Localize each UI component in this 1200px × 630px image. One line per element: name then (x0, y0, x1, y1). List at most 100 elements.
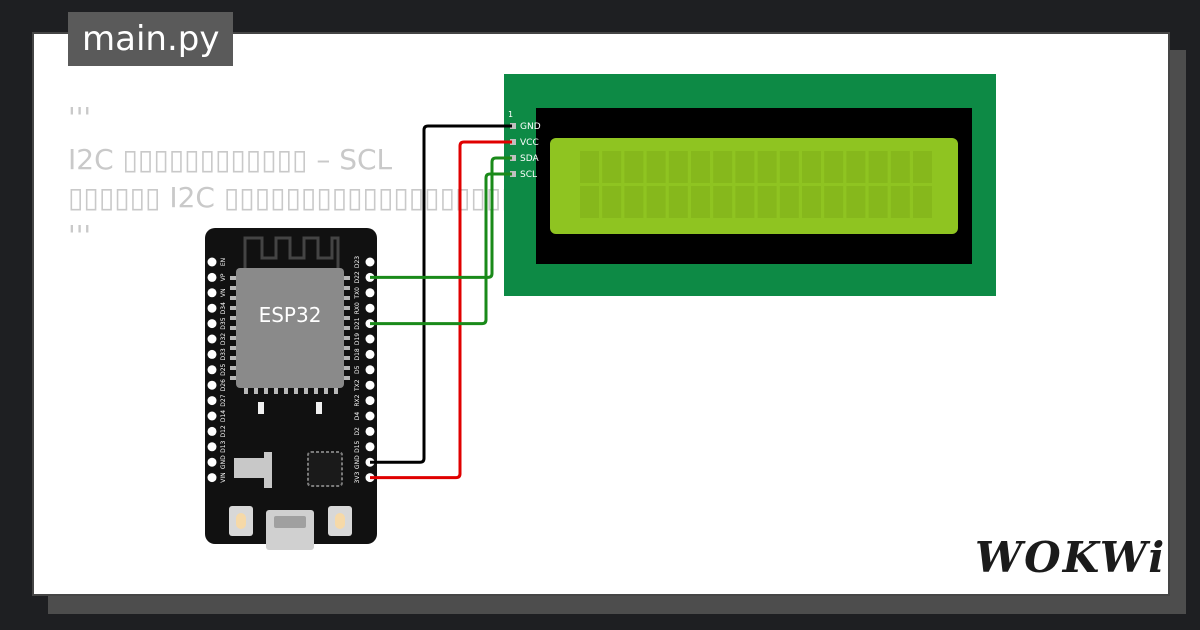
code-line: I2C ▯▯▯▯▯▯▯▯▯▯▯▯ – SCL (68, 143, 393, 176)
lcd-char-cell (779, 151, 799, 183)
esp32-pin-label: D27 (220, 394, 227, 406)
lcd-pin-label: SCL (520, 170, 537, 180)
lcd-char-cell (668, 186, 688, 218)
esp32-pin-label: D14 (220, 410, 227, 422)
chip-leg (314, 386, 318, 394)
esp32-pin-left[interactable] (207, 319, 217, 329)
chip-leg (294, 386, 298, 394)
lcd-pin[interactable] (510, 139, 516, 145)
lcd-char-cell (580, 151, 599, 183)
lcd-char-cell (757, 186, 777, 218)
wire-scl[interactable] (370, 172, 512, 326)
esp32-pin-left[interactable] (207, 457, 217, 467)
antenna-trace (243, 236, 340, 272)
usb-port (274, 516, 306, 528)
esp32-pin-right[interactable] (365, 334, 375, 344)
lcd-char-cell (713, 186, 733, 218)
wire-sda[interactable] (370, 156, 512, 279)
lcd-char-cell (890, 151, 910, 183)
esp32-pin-right[interactable] (365, 442, 375, 452)
chip-leg (342, 296, 350, 300)
esp32-pin-headers: ENVPVND34D35D32D33D25D26D27D14D12D13GNDV… (207, 256, 375, 483)
esp32-pin-left[interactable] (207, 334, 217, 344)
chip-leg (342, 286, 350, 290)
chip-leg (230, 366, 238, 370)
wire-vcc[interactable] (370, 140, 512, 480)
lcd-pin-label: SDA (520, 154, 539, 164)
esp32-pin-right[interactable] (365, 288, 375, 298)
lcd-char-cell (691, 151, 710, 183)
esp32-pin-right[interactable] (365, 349, 375, 359)
chip-leg (230, 326, 238, 330)
chip-leg (342, 356, 350, 360)
esp32-pin-left[interactable] (207, 380, 217, 390)
chip-leg (304, 386, 308, 394)
esp32-pin-left[interactable] (207, 272, 217, 282)
lcd-pin[interactable] (510, 171, 516, 177)
lcd-char-cell (846, 151, 866, 183)
wire-gnd[interactable] (370, 124, 512, 464)
lcd-char-cell (646, 186, 666, 218)
esp32-pin-left[interactable] (207, 257, 217, 267)
esp32-pin-label: D35 (220, 317, 227, 329)
esp32-pin-right[interactable] (365, 365, 375, 375)
lcd-pin[interactable] (510, 155, 516, 161)
esp32-pin-right[interactable] (365, 426, 375, 436)
wires (370, 124, 512, 480)
esp32-pin-left[interactable] (207, 473, 217, 483)
esp32-pin-label: D2 (354, 427, 361, 436)
chip-leg (342, 306, 350, 310)
lcd-pin[interactable] (510, 123, 516, 129)
esp32-pin-right[interactable] (365, 303, 375, 313)
esp32-pin-left[interactable] (207, 426, 217, 436)
lcd-char-cell (602, 186, 622, 218)
chip-leg (284, 386, 288, 394)
lcd-char-cell (735, 151, 755, 183)
lcd-char-cell (779, 186, 799, 218)
esp32-pin-right[interactable] (365, 396, 375, 406)
chip-leg (230, 376, 238, 380)
lcd-pin-one-label: 1 (508, 110, 513, 119)
esp32-pin-left[interactable] (207, 411, 217, 421)
lcd-char-cell (646, 151, 666, 183)
esp32-pin-label: EN (220, 258, 227, 266)
lcd-char-cell (824, 151, 844, 183)
chip-legs (230, 276, 350, 394)
lcd-char-cell (735, 186, 755, 218)
esp32-pin-label: D5 (354, 365, 361, 374)
esp32-pin-left[interactable] (207, 365, 217, 375)
chip-leg (230, 296, 238, 300)
esp32-board[interactable]: ESP32 ENVPVND34D35D32D33D25D26D27D14D12D… (205, 228, 377, 550)
code-line: ''' (68, 101, 92, 134)
esp32-pin-left[interactable] (207, 396, 217, 406)
esp32-pin-right[interactable] (365, 257, 375, 267)
chip-leg (342, 366, 350, 370)
esp32-pin-right[interactable] (365, 380, 375, 390)
esp32-pin-label: GND (220, 455, 227, 469)
esp32-pin-label: VIN (220, 472, 227, 482)
usb-uart-chip (307, 451, 343, 487)
esp32-pin-right[interactable] (365, 411, 375, 421)
chip-leg (254, 386, 258, 394)
esp32-pin-label: D22 (354, 271, 361, 283)
lcd-char-cell (913, 186, 932, 218)
chip-leg (324, 386, 328, 394)
chip-leg (274, 386, 278, 394)
esp32-pin-label: TX0 (354, 287, 361, 300)
esp32-pin-label: D23 (354, 256, 361, 268)
esp32-pin-left[interactable] (207, 349, 217, 359)
chip-leg (264, 386, 268, 394)
esp32-pin-label: VP (220, 273, 227, 281)
chip-leg (342, 376, 350, 380)
esp32-pin-label: RX0 (354, 302, 361, 314)
esp32-pin-left[interactable] (207, 442, 217, 452)
esp32-pin-left[interactable] (207, 303, 217, 313)
lcd-char-cell (868, 151, 888, 183)
esp32-pin-left[interactable] (207, 288, 217, 298)
esp32-pin-label: TX2 (354, 379, 361, 392)
esp32-pin-label: D15 (354, 440, 361, 452)
lcd-char-cell (802, 186, 821, 218)
